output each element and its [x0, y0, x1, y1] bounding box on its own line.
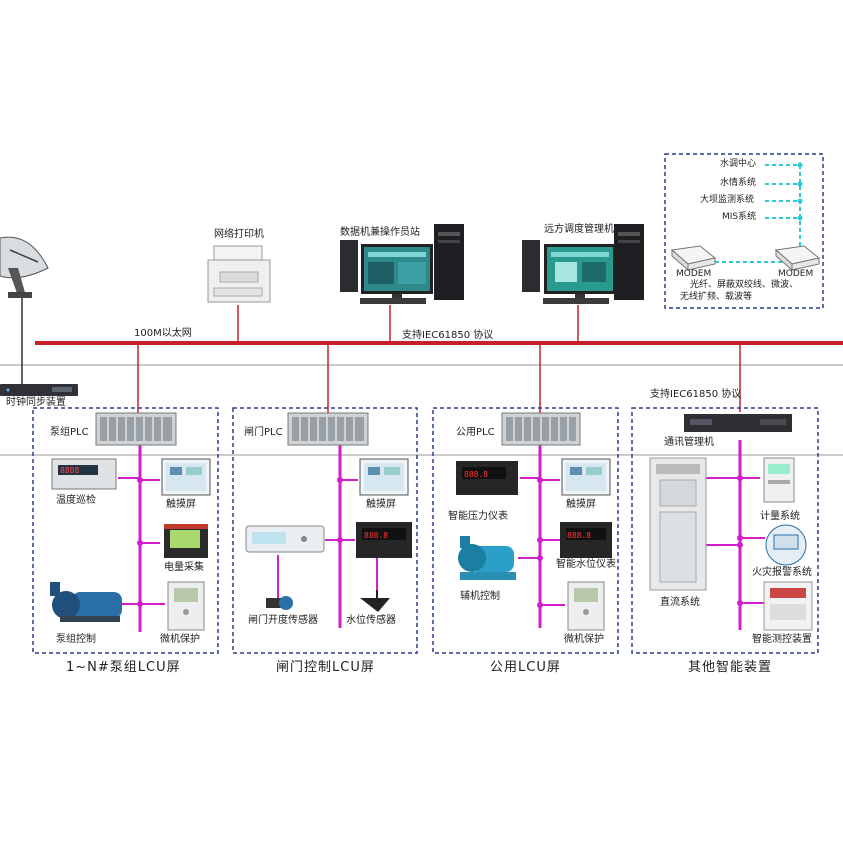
gate-box-title: 闸门控制LCU屏 — [276, 660, 375, 675]
opening-sensor-icon — [266, 596, 293, 610]
remote-item-3: MIS系统 — [722, 212, 757, 222]
data-server-label: 数据机兼操作员站 — [340, 227, 420, 238]
links-line-1: 光纤、屏蔽双绞线、微波、 — [690, 280, 799, 290]
pump-control-label: 泵组控制 — [56, 634, 96, 645]
iec-label-top: 支持IEC61850 协议 — [402, 330, 494, 341]
energy-meter-icon — [763, 457, 795, 503]
temperature-meter-icon: 8888 — [51, 458, 117, 490]
pump-plc-label: 泵组PLC — [50, 427, 89, 438]
data-server-workstation-icon — [340, 224, 464, 304]
svg-text:8888: 8888 — [60, 466, 79, 475]
comm-manager-label: 通讯管理机 — [664, 437, 714, 448]
clock-sync-label: 时钟同步装置 — [6, 397, 66, 408]
modem-left-label: MODEM — [676, 269, 712, 279]
gate-level-sensor-label: 水位传感器 — [346, 615, 396, 626]
printer-icon — [207, 245, 271, 303]
measurement-control-icon — [763, 581, 813, 631]
protection-relay-icon — [567, 581, 605, 631]
public-lcu-box — [432, 407, 619, 654]
pump-plc-icon — [95, 412, 177, 446]
gate-opening-meter-icon — [245, 525, 325, 553]
svg-text:888.8: 888.8 — [567, 531, 591, 540]
dc-cabinet-icon — [649, 457, 707, 591]
gate-plc-label: 闸门PLC — [244, 427, 283, 438]
remote-item-2: 大坝监测系统 — [700, 195, 755, 205]
printer-label: 网络打印机 — [214, 229, 264, 240]
pump-icon — [50, 582, 122, 622]
public-touch-label: 触摸屏 — [566, 499, 596, 510]
ethernet-label: 100M以太网 — [134, 328, 192, 339]
remote-item-0: 水调中心 — [720, 159, 757, 169]
touch-screen-icon — [359, 458, 409, 496]
level-sensor-icon — [360, 590, 390, 612]
pump-touch-label: 触摸屏 — [166, 499, 196, 510]
level-display-icon: 888.8 — [356, 522, 412, 558]
clock-sync-device-icon — [0, 384, 78, 396]
touch-screen-icon — [161, 458, 211, 496]
public-protection-label: 微机保护 — [564, 634, 604, 645]
links-line-2: 无线扩频、载波等 — [680, 292, 753, 302]
remote-panel-box — [664, 153, 824, 309]
power-collection-label: 电量采集 — [164, 562, 204, 573]
pump-box-title: 1~N#泵组LCU屏 — [66, 660, 181, 675]
level-meter-icon: 888.8 — [560, 522, 612, 558]
dc-system-label: 直流系统 — [660, 597, 700, 608]
fire-alarm-icon — [765, 524, 807, 566]
pressure-meter-icon: 888.8 — [456, 461, 518, 495]
svg-text:888.8: 888.8 — [464, 470, 488, 479]
other-devices-box — [631, 407, 819, 654]
modem-right-icon — [774, 245, 821, 272]
pump-icon — [458, 536, 516, 580]
modem-right-label: MODEM — [778, 269, 814, 279]
gate-lcu-box — [232, 407, 418, 654]
pump-lcu-box — [32, 407, 219, 654]
public-plc-label: 公用PLC — [456, 427, 495, 438]
metering-label: 计量系统 — [760, 511, 800, 522]
pressure-meter-label: 智能压力仪表 — [448, 511, 508, 522]
satellite-dish-icon — [0, 236, 49, 298]
measure-control-label: 智能测控装置 — [752, 634, 812, 645]
svg-text:888.8: 888.8 — [364, 531, 388, 540]
remote-item-1: 水情系统 — [720, 178, 757, 188]
modem-left-icon — [670, 245, 717, 272]
protection-relay-icon — [167, 581, 205, 631]
temp-inspection-label: 温度巡检 — [56, 495, 96, 506]
gate-plc-icon — [287, 412, 369, 446]
aux-pump-label: 辅机控制 — [460, 591, 500, 602]
level-meter-label: 智能水位仪表 — [556, 559, 616, 570]
public-box-title: 公用LCU屏 — [490, 660, 561, 675]
gate-touch-label: 触摸屏 — [366, 499, 396, 510]
fire-alarm-label: 火灾报警系统 — [752, 567, 812, 578]
public-plc-icon — [501, 412, 581, 446]
other-box-title: 其他智能装置 — [688, 660, 773, 675]
gate-open-sensor-label: 闸门开度传感器 — [248, 615, 318, 626]
pump-protection-label: 微机保护 — [160, 634, 200, 645]
power-meter-icon — [164, 524, 208, 558]
remote-station-label: 远方调度管理机 — [544, 224, 614, 235]
iec-label-mid: 支持IEC61850 协议 — [650, 389, 742, 400]
remote-dispatch-workstation-icon — [522, 224, 644, 304]
touch-screen-icon — [561, 458, 611, 496]
comm-manager-icon — [684, 414, 792, 432]
